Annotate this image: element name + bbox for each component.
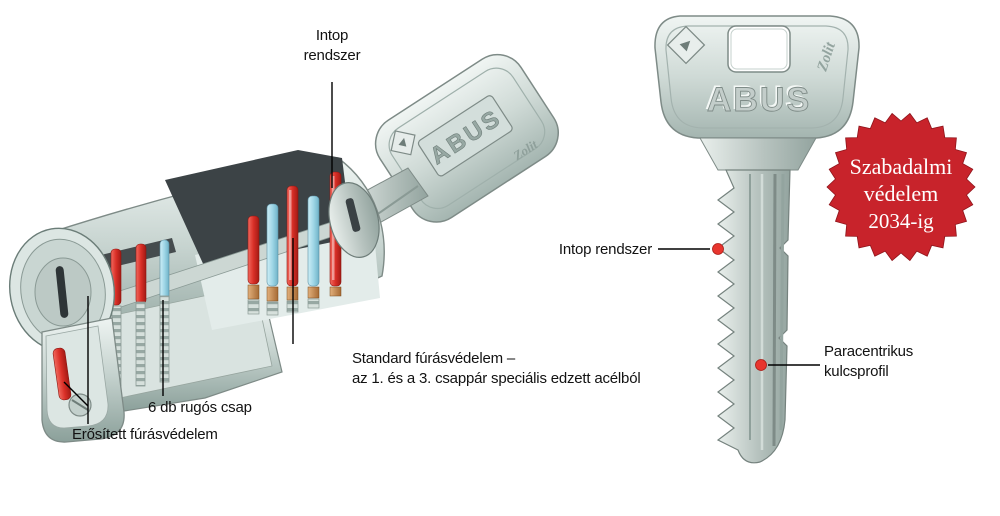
abus-diamond-logo xyxy=(390,130,416,156)
key-pointers xyxy=(658,243,820,371)
front-springs xyxy=(111,295,170,387)
cylinder-pointer-lines xyxy=(63,82,333,424)
key-blade xyxy=(699,137,817,464)
cylinder-illustration: ABUS Zolit xyxy=(8,53,559,443)
cylinder-front-face xyxy=(8,227,116,353)
abus-logo-emboss: ABUS xyxy=(705,79,809,117)
label-intop-cylinder-line2: rendszer xyxy=(303,46,361,64)
label-paracentric-line1: Paracentrikus xyxy=(824,343,914,360)
keyway-slot xyxy=(55,266,69,318)
label-standard-line2: az 1. és a 3. csappár speciális edzett a… xyxy=(352,369,641,387)
label-reinforced-drill-protection: Erősített fúrásvédelem xyxy=(72,426,218,443)
cylinder-bottom-lobe xyxy=(41,317,125,443)
cylinder-collar xyxy=(328,182,380,258)
label-paracentric-line2: kulcsprofil xyxy=(824,362,889,380)
pointer-dot-intop xyxy=(712,243,724,255)
label-standard-line1: Standard fúrásvédelem – xyxy=(352,350,516,367)
pointer-dot-profile xyxy=(755,359,767,371)
key-illustration: ABUS ABUS Zolit xyxy=(654,15,860,464)
abus-diamond-logo-key xyxy=(666,25,706,65)
key-bow: ABUS ABUS Zolit xyxy=(654,15,860,139)
key-ring-hole xyxy=(727,25,791,73)
label-intop-cylinder: Intop rendszer xyxy=(272,26,392,65)
badge-line2: védelem xyxy=(864,181,939,206)
pointer-line-reinforced-branch xyxy=(63,381,89,407)
patent-badge: Szabadalmi védelem 2034-ig xyxy=(826,112,976,262)
badge-line1: Szabadalmi xyxy=(850,154,953,179)
label-paracentric-profile: Paracentrikus kulcsprofil xyxy=(824,342,913,381)
label-intop-cylinder-line1: Intop xyxy=(315,27,349,44)
label-standard-drill-protection: Standard fúrásvédelem – az 1. és a 3. cs… xyxy=(352,349,641,388)
label-intop-key: Intop rendszer xyxy=(558,241,652,258)
abus-logo-text-key: ABUS xyxy=(707,81,811,119)
hardened-steel-element xyxy=(52,347,72,401)
badge-line3: 2034-ig xyxy=(868,209,934,233)
label-spring-pins: 6 db rugós csap xyxy=(148,399,252,416)
badge-burst xyxy=(826,112,976,262)
cylinder-key-bow: ABUS Zolit xyxy=(374,53,559,223)
